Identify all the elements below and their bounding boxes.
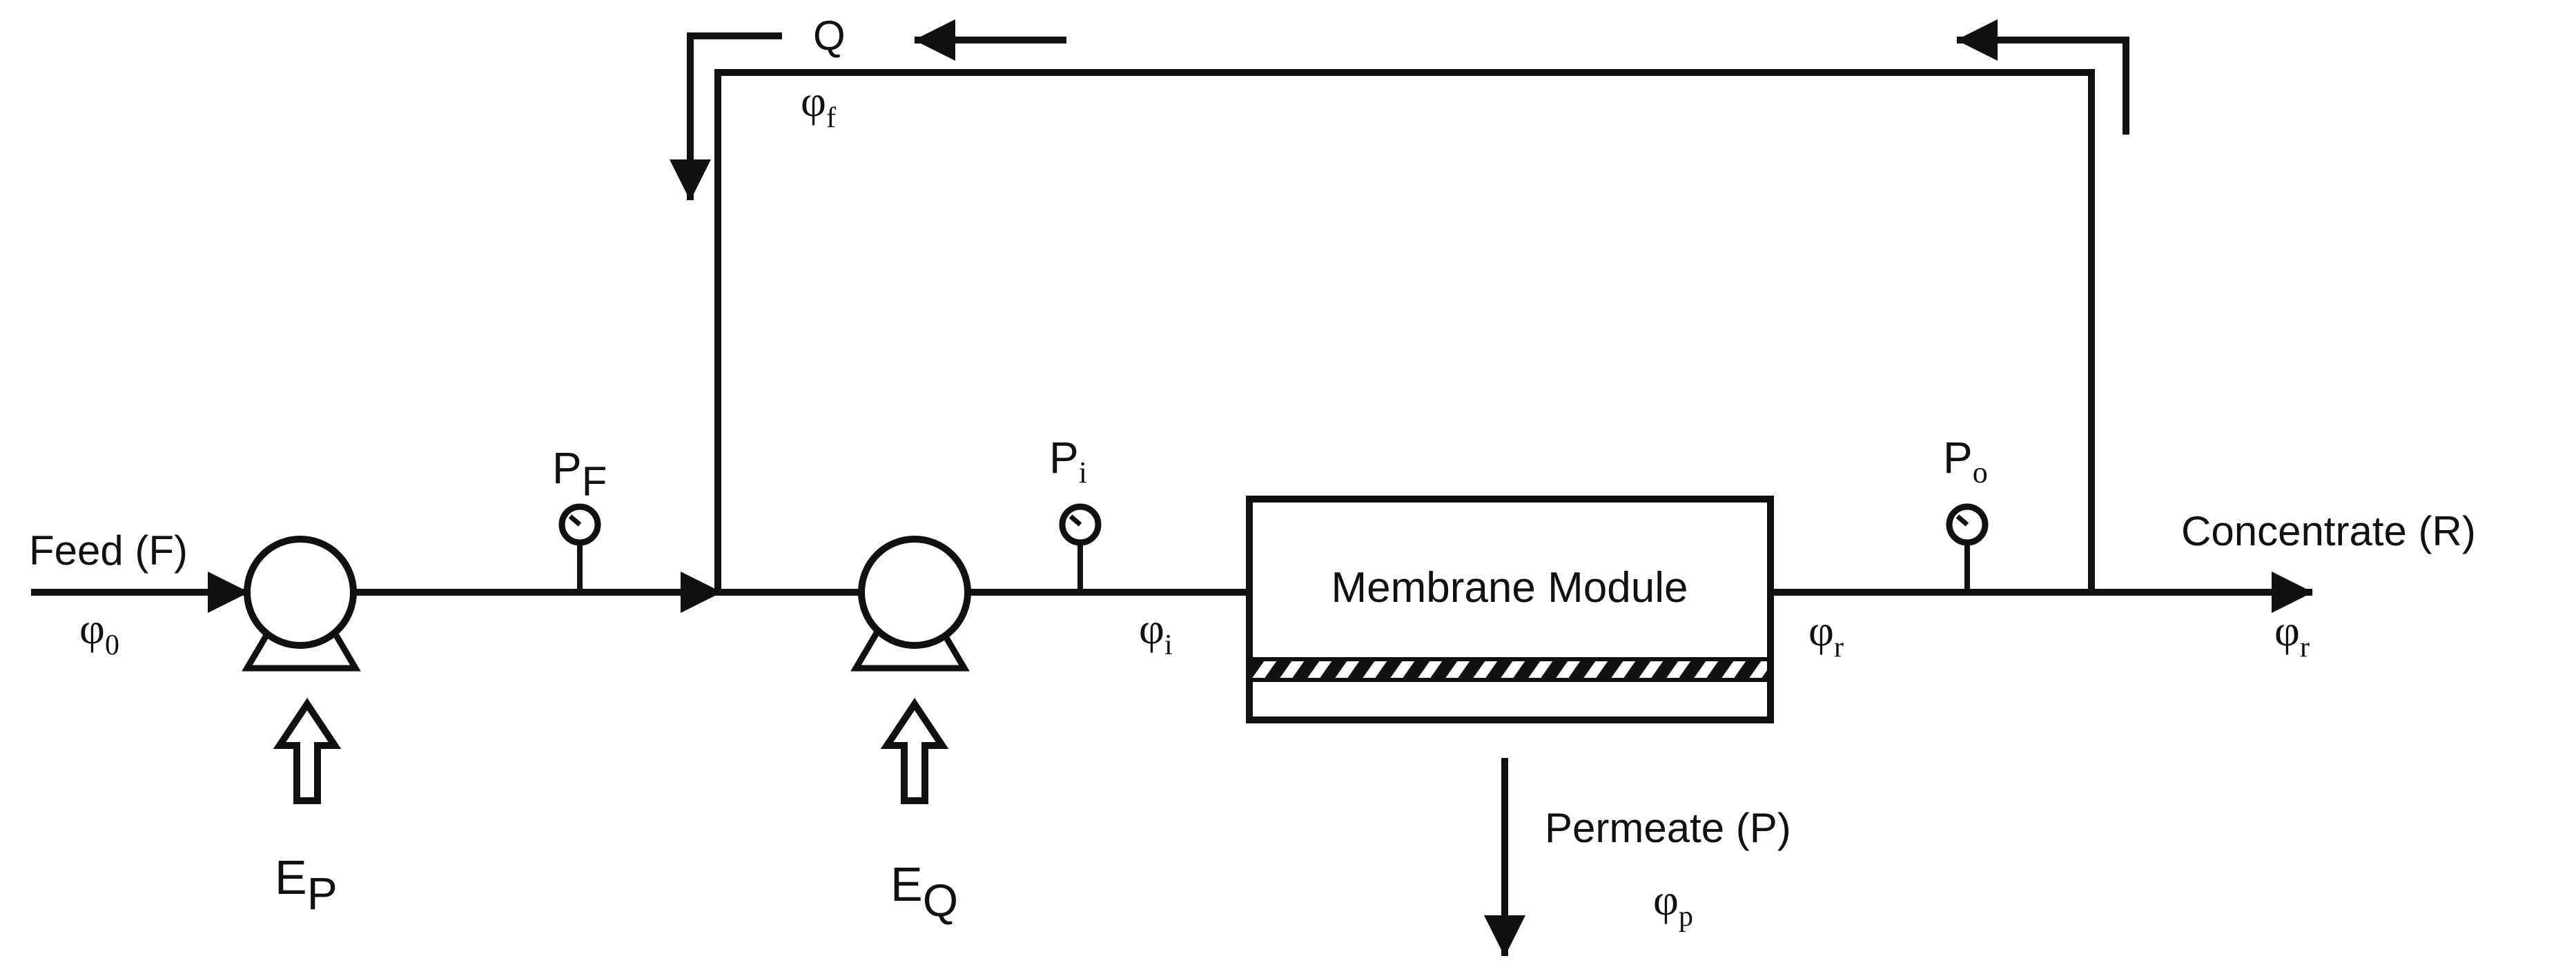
energy-input-arrow-eq [880,697,949,804]
gauge-po-icon [1946,503,1989,595]
phip-label: φp [1653,875,1693,933]
recycle-corner-arrow [1956,19,2129,135]
concentrate-label: Concentrate (R) [2181,508,2476,554]
pf-label: PF [552,443,607,505]
phi0-label: φ0 [79,604,119,661]
membrane-hatch [1247,657,1773,682]
recycle-down-arrow [670,32,782,201]
ep-label: EP [275,850,338,919]
module-label: Membrane Module [1331,564,1688,612]
phii-label: φi [1139,604,1173,661]
gauge-pi-icon [1059,503,1102,595]
gauge-pf-icon [558,503,601,595]
eq-label: EQ [890,857,958,926]
phir-concentrate-label: φr [2274,606,2310,663]
q-label: Q [813,12,846,59]
energy-input-arrow-ep [273,697,342,804]
phif-label: φf [801,77,836,134]
recycle-line [714,69,2095,596]
pump1-icon [242,536,361,672]
pi-label: Pi [1049,433,1087,489]
phir-module-label: φr [1808,606,1844,663]
po-label: Po [1943,433,1988,489]
pump2-icon [850,536,971,672]
recycle-loop [670,19,2129,596]
permeate-label: Permeate (P) [1545,805,1791,851]
feed-label: Feed (F) [29,527,188,574]
membrane-module: Membrane Module [1246,496,1774,723]
